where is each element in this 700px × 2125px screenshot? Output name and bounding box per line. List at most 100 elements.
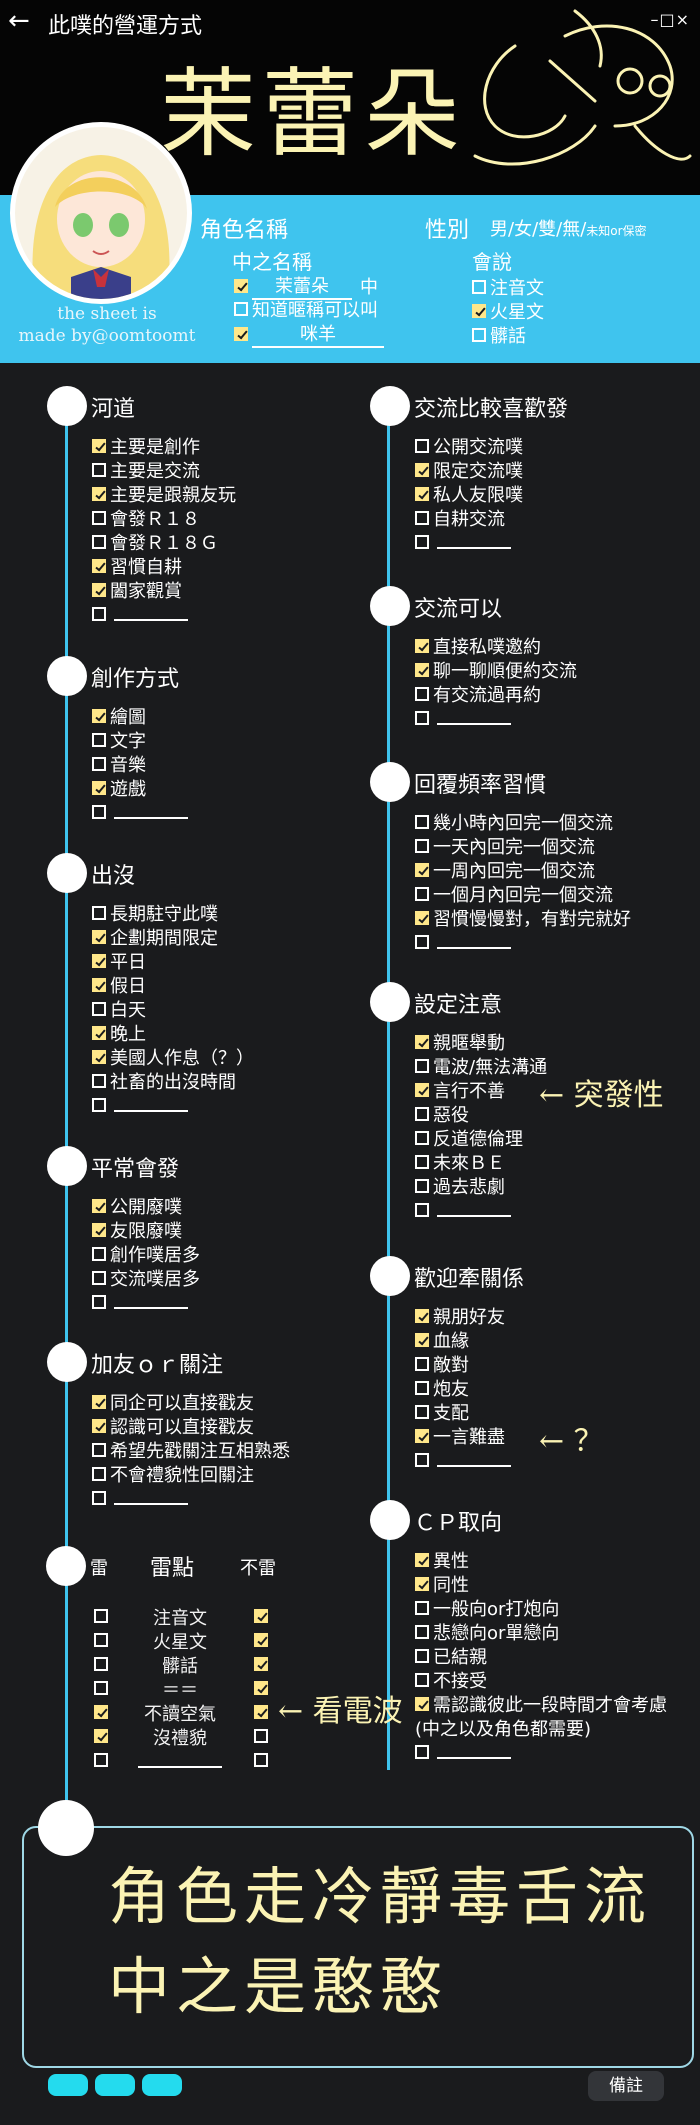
checkbox-icon[interactable] — [415, 1309, 429, 1323]
checkbox-item[interactable]: 悲戀向or單戀向 — [415, 1620, 559, 1644]
checkbox-item[interactable]: 直接私噗邀約 — [415, 634, 541, 658]
checkbox-icon[interactable] — [415, 1625, 429, 1639]
checkbox-item[interactable]: 已結親 — [415, 1644, 487, 1668]
checkbox-icon[interactable] — [472, 328, 486, 342]
checkbox-item[interactable]: 會發Ｒ１８ — [92, 506, 200, 530]
thunder-checkbox-icon[interactable] — [94, 1729, 108, 1743]
checkbox-icon[interactable] — [92, 1491, 106, 1505]
no-thunder-checkbox-icon[interactable] — [254, 1633, 268, 1647]
thunder-checkbox-icon[interactable] — [94, 1705, 108, 1719]
checkbox-item[interactable]: 親暱舉動 — [415, 1030, 505, 1054]
checkbox-item[interactable]: 不會禮貌性回關注 — [92, 1462, 254, 1486]
nickname-option[interactable]: 知道暱稱可以叫 — [234, 296, 378, 322]
checkbox-item[interactable] — [415, 1448, 511, 1472]
checkbox-item[interactable]: 主要是跟親友玩 — [92, 482, 236, 506]
checkbox-icon[interactable] — [415, 1059, 429, 1073]
checkbox-icon[interactable] — [234, 327, 248, 341]
checkbox-icon[interactable] — [415, 1107, 429, 1121]
checkbox-icon[interactable] — [415, 1155, 429, 1169]
thunder-checkbox-icon[interactable] — [94, 1681, 108, 1695]
no-thunder-checkbox-icon[interactable] — [254, 1753, 268, 1767]
checkbox-icon[interactable] — [415, 639, 429, 653]
checkbox-item[interactable]: 一般向or打炮向 — [415, 1596, 559, 1620]
checkbox-item[interactable] — [415, 706, 511, 730]
checkbox-item[interactable]: 希望先戳關注互相熟悉 — [92, 1438, 290, 1462]
checkbox-icon[interactable] — [415, 1333, 429, 1347]
checkbox-item[interactable] — [415, 1740, 511, 1764]
checkbox-icon[interactable] — [415, 1673, 429, 1687]
checkbox-icon[interactable] — [92, 535, 106, 549]
checkbox-item[interactable]: 白天 — [92, 997, 146, 1021]
checkbox-item[interactable]: 主要是創作 — [92, 434, 200, 458]
memo-button[interactable]: 備註 — [588, 2071, 664, 2101]
checkbox-icon[interactable] — [92, 1002, 106, 1016]
checkbox-icon[interactable] — [92, 709, 106, 723]
checkbox-icon[interactable] — [92, 1295, 106, 1309]
checkbox-item[interactable]: 反道德倫理 — [415, 1126, 523, 1150]
language-option[interactable]: 火星文 — [472, 298, 544, 324]
checkbox-item[interactable]: 企劃期間限定 — [92, 925, 218, 949]
checkbox-icon[interactable] — [92, 805, 106, 819]
checkbox-icon[interactable] — [415, 1697, 429, 1711]
checkbox-icon[interactable] — [415, 887, 429, 901]
checkbox-item[interactable]: 過去悲劇 — [415, 1174, 505, 1198]
checkbox-icon[interactable] — [415, 439, 429, 453]
checkbox-icon[interactable] — [415, 1429, 429, 1443]
checkbox-icon[interactable] — [92, 1050, 106, 1064]
checkbox-icon[interactable] — [415, 1405, 429, 1419]
checkbox-item[interactable]: 平日 — [92, 949, 146, 973]
checkbox-icon[interactable] — [415, 863, 429, 877]
checkbox-item[interactable] — [92, 1486, 188, 1510]
checkbox-icon[interactable] — [234, 279, 248, 293]
checkbox-icon[interactable] — [415, 1179, 429, 1193]
checkbox-icon[interactable] — [415, 511, 429, 525]
checkbox-icon[interactable] — [92, 1074, 106, 1088]
checkbox-item[interactable] — [92, 1290, 188, 1314]
language-option[interactable]: 髒話 — [472, 322, 526, 348]
checkbox-icon[interactable] — [92, 1026, 106, 1040]
checkbox-item[interactable]: 一個月內回完一個交流 — [415, 882, 613, 906]
language-option[interactable]: 注音文 — [472, 274, 544, 300]
page-dot-2[interactable] — [95, 2074, 135, 2096]
checkbox-item[interactable]: 血緣 — [415, 1328, 469, 1352]
checkbox-icon[interactable] — [92, 733, 106, 747]
checkbox-item[interactable]: 會發Ｒ１８Ｇ — [92, 530, 218, 554]
checkbox-icon[interactable] — [415, 935, 429, 949]
checkbox-item[interactable]: 聊一聊順便約交流 — [415, 658, 577, 682]
checkbox-icon[interactable] — [415, 1035, 429, 1049]
no-thunder-checkbox-icon[interactable] — [254, 1681, 268, 1695]
thunder-checkbox-icon[interactable] — [94, 1609, 108, 1623]
checkbox-item[interactable] — [92, 800, 188, 824]
checkbox-item[interactable]: 交流噗居多 — [92, 1266, 200, 1290]
checkbox-item[interactable] — [415, 930, 511, 954]
no-thunder-checkbox-icon[interactable] — [254, 1609, 268, 1623]
checkbox-icon[interactable] — [92, 757, 106, 771]
checkbox-icon[interactable] — [234, 302, 248, 316]
checkbox-item[interactable]: 幾小時內回完一個交流 — [415, 810, 613, 834]
checkbox-item[interactable]: 文字 — [92, 728, 146, 752]
checkbox-item[interactable]: 假日 — [92, 973, 146, 997]
checkbox-icon[interactable] — [92, 1443, 106, 1457]
checkbox-icon[interactable] — [415, 487, 429, 501]
thunder-checkbox-icon[interactable] — [94, 1753, 108, 1767]
checkbox-icon[interactable] — [92, 607, 106, 621]
checkbox-item[interactable]: 闔家觀賞 — [92, 578, 182, 602]
checkbox-icon[interactable] — [92, 439, 106, 453]
checkbox-item[interactable]: 一天內回完一個交流 — [415, 834, 595, 858]
checkbox-item[interactable]: 私人友限噗 — [415, 482, 523, 506]
checkbox-icon[interactable] — [92, 463, 106, 477]
checkbox-item[interactable]: 異性 — [415, 1548, 469, 1572]
checkbox-icon[interactable] — [92, 583, 106, 597]
checkbox-item[interactable]: 一言難盡 — [415, 1424, 505, 1448]
no-thunder-checkbox-icon[interactable] — [254, 1657, 268, 1671]
checkbox-item[interactable]: 一周內回完一個交流 — [415, 858, 595, 882]
no-thunder-checkbox-icon[interactable] — [254, 1729, 268, 1743]
checkbox-item[interactable]: 需認識彼此一段時間才會考慮 — [415, 1692, 667, 1716]
checkbox-item[interactable]: 炮友 — [415, 1376, 469, 1400]
thunder-checkbox-icon[interactable] — [94, 1657, 108, 1671]
checkbox-icon[interactable] — [92, 1199, 106, 1213]
checkbox-icon[interactable] — [472, 280, 486, 294]
checkbox-icon[interactable] — [92, 1395, 106, 1409]
checkbox-item[interactable]: 美國人作息（？） — [92, 1045, 254, 1069]
back-arrow-icon[interactable]: ← — [8, 6, 30, 36]
